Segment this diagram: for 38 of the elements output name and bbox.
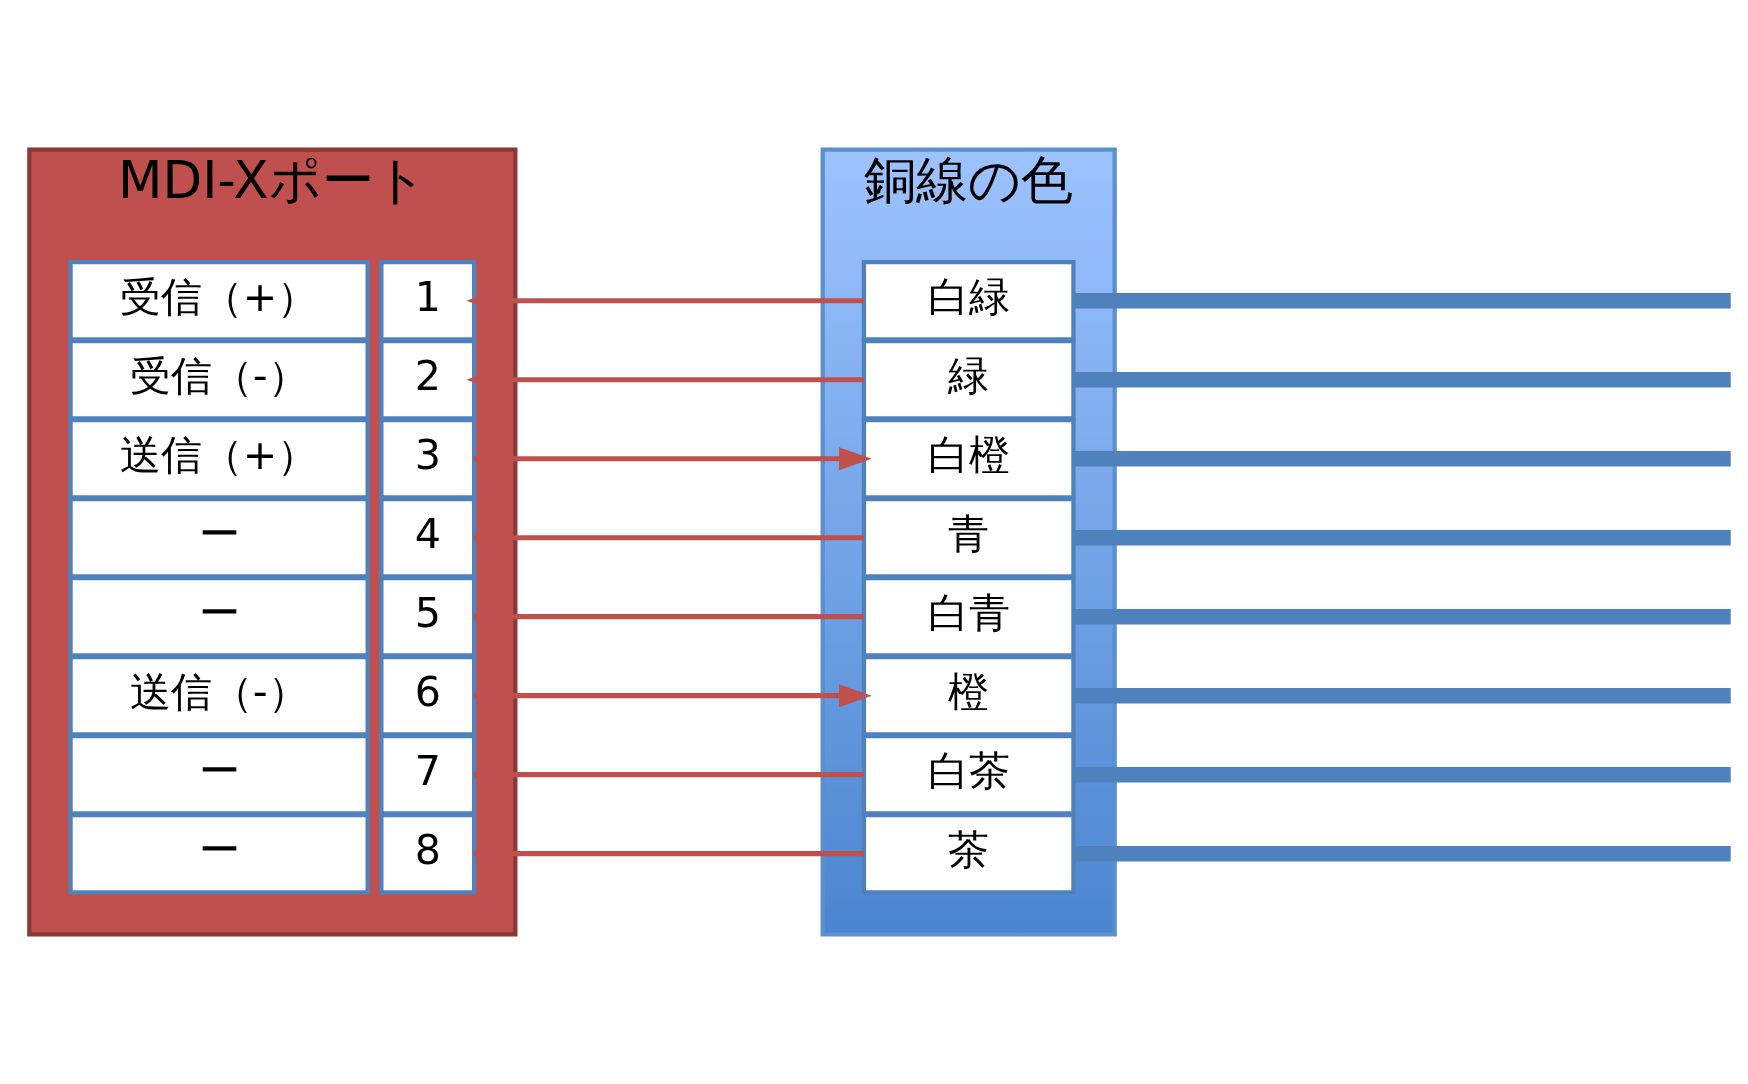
node-box: 茶 [861, 812, 1076, 895]
connector [1073, 766, 1731, 783]
node-box: 1 [379, 259, 477, 342]
node-box: ー [68, 812, 370, 895]
node-box: 受信（+） [68, 259, 370, 342]
node-box: 橙 [861, 654, 1076, 737]
connector [1073, 608, 1731, 625]
connector [474, 535, 864, 541]
node-box: 6 [379, 654, 477, 737]
node-box: 白緑 [861, 259, 1076, 342]
node-box: 白橙 [861, 417, 1076, 500]
node-box: 3 [379, 417, 477, 500]
node-box: 受信（-） [68, 338, 370, 421]
node-box: 5 [379, 575, 477, 658]
arrow [474, 447, 872, 471]
connector [1073, 530, 1731, 546]
connector [1073, 293, 1731, 309]
node-box: 送信（-） [68, 654, 370, 737]
node-box: 7 [379, 733, 477, 816]
node-box: ー [68, 733, 370, 816]
node-box: ー [68, 496, 370, 579]
node-box: ー [68, 575, 370, 658]
node-box: 4 [379, 496, 477, 579]
node-box: 送信（+） [68, 417, 370, 500]
arrow [474, 684, 872, 708]
connector [474, 851, 864, 857]
connector [1073, 450, 1731, 467]
node-box: 白茶 [861, 733, 1076, 816]
connector [1073, 845, 1731, 862]
node-box: 白青 [861, 575, 1076, 658]
node-box: 緑 [861, 338, 1076, 421]
connector [474, 614, 864, 620]
connector [474, 772, 864, 778]
connector [1073, 687, 1731, 704]
connector [1073, 372, 1731, 388]
node-box: 8 [379, 812, 477, 895]
node-box: 青 [861, 496, 1076, 579]
node-box: 2 [379, 338, 477, 421]
